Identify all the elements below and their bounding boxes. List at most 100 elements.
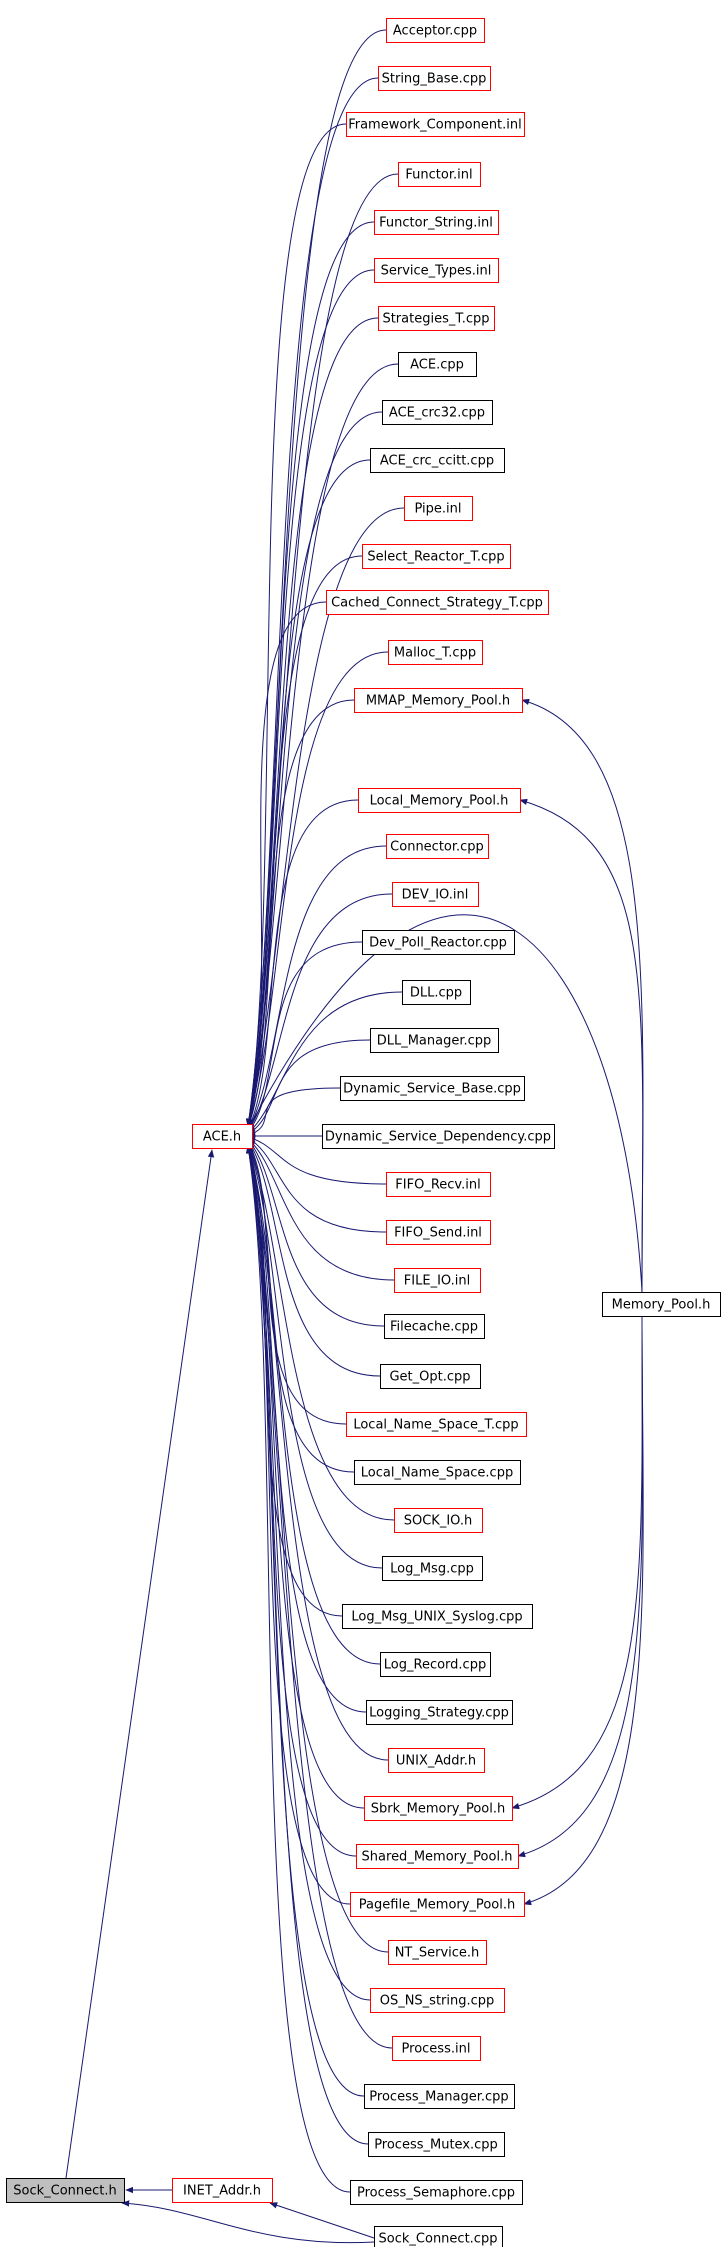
edge-service-types-to-ace-h [246, 269, 375, 1127]
node-ace-crc-ccitt-label: ACE_crc_ccitt.cpp [380, 454, 494, 469]
node-unix-addr[interactable]: UNIX_Addr.h [388, 1748, 485, 1773]
node-ace-crc32[interactable]: ACE_crc32.cpp [382, 400, 493, 425]
node-get-opt[interactable]: Get_Opt.cpp [380, 1364, 481, 1389]
node-nt-service[interactable]: NT_Service.h [388, 1940, 487, 1965]
edge-sbrk-memory-pool-to-ace-h [246, 1145, 365, 1809]
node-memory-pool[interactable]: Memory_Pool.h [602, 1292, 721, 1317]
node-file-io[interactable]: FILE_IO.inl [394, 1268, 481, 1293]
node-sock-connect-h-box [6, 2178, 125, 2203]
node-sbrk-memory-pool-label: Sbrk_Memory_Pool.h [371, 1802, 506, 1817]
node-fifo-send[interactable]: FIFO_Send.inl [386, 1220, 491, 1245]
node-dll-label: DLL.cpp [410, 986, 462, 1001]
node-local-name-space-box [354, 1460, 521, 1485]
node-ace-h[interactable]: ACE.h [192, 1124, 253, 1149]
node-local-name-space-t[interactable]: Local_Name_Space_T.cpp [346, 1412, 527, 1437]
node-os-ns-string[interactable]: OS_NS_string.cpp [370, 1988, 505, 2013]
edge-file-io-to-ace-h [247, 1138, 395, 1281]
node-select-reactor-t-label: Select_Reactor_T.cpp [367, 550, 504, 565]
node-acceptor[interactable]: Acceptor.cpp [386, 18, 485, 43]
node-functor-label: Functor.inl [405, 168, 472, 183]
edge-memory-pool-to-local-memory-pool [519, 798, 644, 1293]
node-fifo-recv[interactable]: FIFO_Recv.inl [386, 1172, 491, 1197]
node-process-inl-label: Process.inl [402, 2042, 471, 2057]
node-malloc-t-label: Malloc_T.cpp [394, 646, 476, 661]
node-logging-strategy[interactable]: Logging_Strategy.cpp [366, 1700, 513, 1725]
node-connector[interactable]: Connector.cpp [386, 834, 489, 859]
node-local-memory-pool[interactable]: Local_Memory_Pool.h [358, 788, 521, 813]
node-functor[interactable]: Functor.inl [398, 162, 481, 187]
node-mmap-memory-pool[interactable]: MMAP_Memory_Pool.h [354, 688, 523, 713]
edge-framework-component-to-ace-h [245, 123, 347, 1127]
node-service-types[interactable]: Service_Types.inl [374, 258, 499, 283]
edge-nt-service-to-ace-h [246, 1145, 389, 1953]
edge-cached-connect-to-ace-h [247, 601, 327, 1127]
node-sbrk-memory-pool[interactable]: Sbrk_Memory_Pool.h [364, 1796, 513, 1821]
node-inet-addr-box [172, 2178, 273, 2203]
node-shared-memory-pool[interactable]: Shared_Memory_Pool.h [356, 1844, 519, 1869]
node-sock-io[interactable]: SOCK_IO.h [394, 1508, 483, 1533]
node-sock-connect-cpp[interactable]: Sock_Connect.cpp [374, 2226, 503, 2247]
node-pagefile-memory-pool[interactable]: Pagefile_Memory_Pool.h [350, 1892, 525, 1917]
node-ace-crc32-label: ACE_crc32.cpp [389, 406, 485, 421]
edge-sock-connect-h-to-ace-h [65, 1149, 215, 2179]
node-sock-connect-cpp-box [374, 2226, 503, 2247]
edge-sock-connect-cpp-to-sock-connect-h [121, 2200, 375, 2244]
edge-memory-pool-to-pagefile-memory-pool [523, 1315, 644, 1906]
node-memory-pool-label: Memory_Pool.h [612, 1298, 711, 1313]
node-process-manager-box [364, 2084, 515, 2109]
edge-log-record-to-ace-h [247, 1145, 381, 1665]
node-service-types-label: Service_Types.inl [381, 264, 492, 279]
edge-dynamic-service-base-to-ace-h [247, 1087, 341, 1137]
node-process-manager[interactable]: Process_Manager.cpp [364, 2084, 515, 2109]
node-dynamic-service-base[interactable]: Dynamic_Service_Base.cpp [340, 1076, 525, 1101]
node-local-name-space[interactable]: Local_Name_Space.cpp [354, 1460, 521, 1485]
node-file-io-label: FILE_IO.inl [404, 1274, 470, 1289]
node-ace-h-box [192, 1124, 253, 1149]
edge-dev-io-to-ace-h [247, 893, 393, 1132]
node-acceptor-label: Acceptor.cpp [393, 24, 477, 39]
node-process-mutex[interactable]: Process_Mutex.cpp [368, 2132, 505, 2157]
node-log-msg-unix-syslog[interactable]: Log_Msg_UNIX_Syslog.cpp [342, 1604, 533, 1629]
node-select-reactor-t[interactable]: Select_Reactor_T.cpp [362, 544, 511, 569]
node-pipe[interactable]: Pipe.inl [404, 496, 473, 521]
node-strategies-t-label: Strategies_T.cpp [382, 312, 489, 327]
node-dynamic-service-dependency[interactable]: Dynamic_Service_Dependency.cpp [322, 1124, 555, 1149]
node-string-base[interactable]: String_Base.cpp [378, 66, 491, 91]
node-ace-cpp-label: ACE.cpp [410, 358, 464, 373]
node-sock-connect-h[interactable]: Sock_Connect.h [6, 2178, 125, 2203]
node-functor-string-label: Functor_String.inl [379, 216, 493, 231]
node-acceptor-box [386, 18, 485, 43]
node-process-inl[interactable]: Process.inl [392, 2036, 481, 2061]
node-log-record[interactable]: Log_Record.cpp [380, 1652, 491, 1677]
edge-fifo-send-to-ace-h [247, 1137, 387, 1233]
node-process-semaphore[interactable]: Process_Semaphore.cpp [350, 2180, 523, 2205]
node-os-ns-string-box [370, 1988, 505, 2013]
node-cached-connect[interactable]: Cached_Connect_Strategy_T.cpp [326, 590, 549, 615]
node-log-msg[interactable]: Log_Msg.cpp [382, 1556, 483, 1581]
node-dll-manager[interactable]: DLL_Manager.cpp [370, 1028, 499, 1053]
node-framework-component[interactable]: Framework_Component.inl [346, 112, 525, 137]
node-local-name-space-label: Local_Name_Space.cpp [361, 1466, 513, 1481]
node-dev-poll-reactor[interactable]: Dev_Poll_Reactor.cpp [362, 930, 515, 955]
node-functor-string[interactable]: Functor_String.inl [374, 210, 499, 235]
node-dll-manager-label: DLL_Manager.cpp [377, 1034, 492, 1049]
node-sock-io-label: SOCK_IO.h [404, 1514, 473, 1529]
node-dll-manager-box [370, 1028, 499, 1053]
node-ace-crc-ccitt[interactable]: ACE_crc_ccitt.cpp [370, 448, 505, 473]
node-mmap-memory-pool-box [354, 688, 523, 713]
edge-malloc-t-to-ace-h [247, 651, 389, 1128]
node-shared-memory-pool-label: Shared_Memory_Pool.h [362, 1850, 513, 1865]
node-local-name-space-t-box [346, 1412, 527, 1437]
node-inet-addr[interactable]: INET_Addr.h [172, 2178, 273, 2203]
node-dll[interactable]: DLL.cpp [402, 980, 471, 1005]
node-strategies-t[interactable]: Strategies_T.cpp [378, 306, 495, 331]
node-ace-cpp[interactable]: ACE.cpp [398, 352, 477, 377]
node-dev-poll-reactor-label: Dev_Poll_Reactor.cpp [369, 936, 507, 951]
node-log-record-box [380, 1652, 491, 1677]
edge-memory-pool-to-sbrk-memory-pool [511, 1315, 643, 1810]
node-malloc-t[interactable]: Malloc_T.cpp [388, 640, 483, 665]
node-dev-io[interactable]: DEV_IO.inl [392, 882, 479, 907]
node-filecache[interactable]: Filecache.cpp [384, 1314, 485, 1339]
node-dynamic-service-dependency-label: Dynamic_Service_Dependency.cpp [325, 1130, 551, 1145]
node-functor-string-box [374, 210, 499, 235]
